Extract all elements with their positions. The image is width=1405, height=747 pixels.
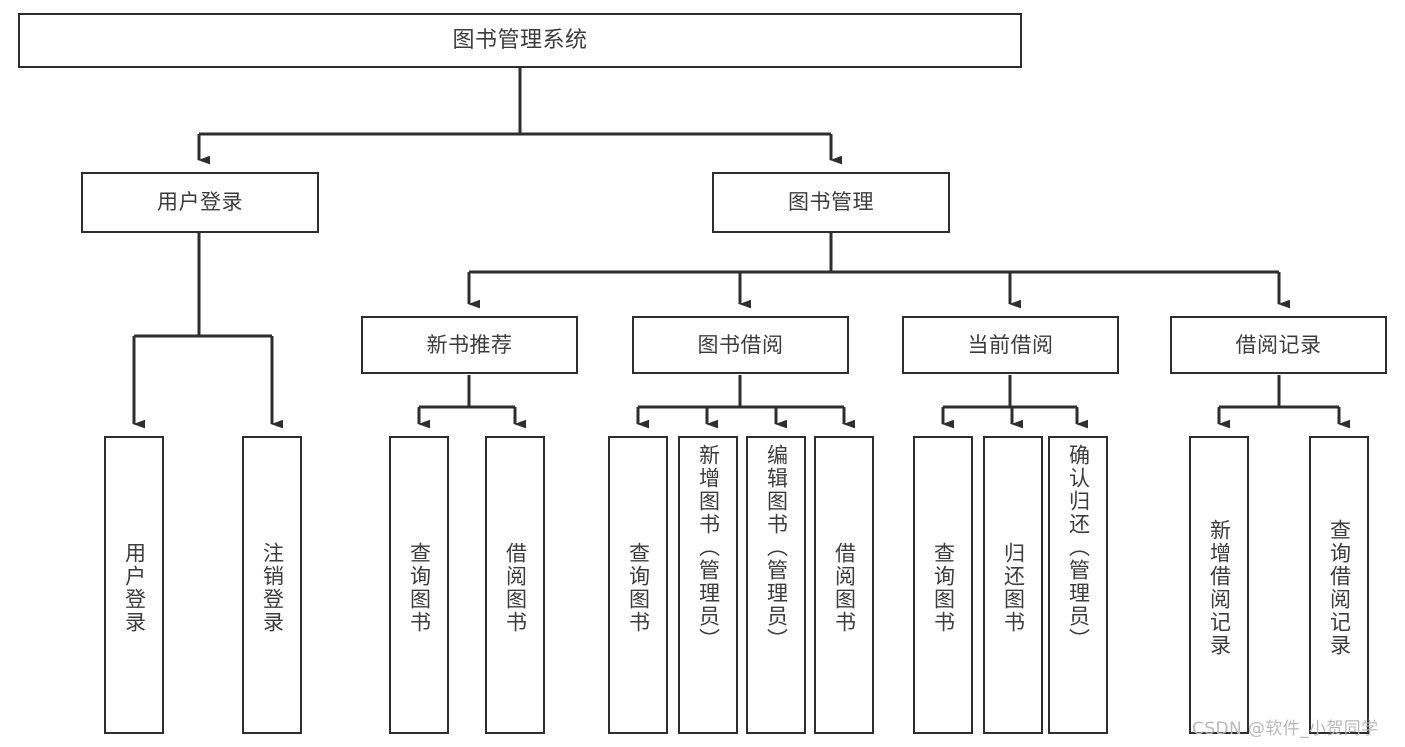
node-label: 查询图书 xyxy=(407,542,432,634)
node-user-login[interactable]: 用户登录 xyxy=(81,172,319,233)
node-label: 新书推荐 xyxy=(426,332,513,357)
node-label: 借阅图书 xyxy=(503,542,528,634)
node-leaf-query-borrow-record[interactable]: 查询借阅记录 xyxy=(1309,436,1369,734)
node-label: 编辑图书（管理员） xyxy=(764,444,789,651)
node-current-borrow[interactable]: 当前借阅 xyxy=(902,316,1119,374)
node-leaf-borrow-book[interactable]: 借阅图书 xyxy=(814,436,874,734)
node-book-borrow[interactable]: 图书借阅 xyxy=(632,316,849,374)
node-borrow-record[interactable]: 借阅记录 xyxy=(1170,316,1387,374)
node-leaf-borrow-book-recommend[interactable]: 借阅图书 xyxy=(485,436,545,734)
node-leaf-query-book-current[interactable]: 查询图书 xyxy=(913,436,973,734)
node-leaf-user-login[interactable]: 用户登录 xyxy=(104,436,164,734)
node-leaf-return-book[interactable]: 归还图书 xyxy=(983,436,1043,734)
node-leaf-edit-book[interactable]: 编辑图书（管理员） xyxy=(746,436,806,734)
node-leaf-add-book[interactable]: 新增图书（管理员） xyxy=(678,436,738,734)
node-label: 图书借阅 xyxy=(697,332,784,357)
node-label: 查询图书 xyxy=(626,542,651,634)
node-label: 注销登录 xyxy=(260,542,285,634)
node-label: 查询借阅记录 xyxy=(1327,519,1352,657)
node-leaf-user-logout[interactable]: 注销登录 xyxy=(242,436,302,734)
node-label: 归还图书 xyxy=(1001,542,1026,634)
watermark: CSDN @软件_小贺同学 xyxy=(1192,719,1379,739)
node-leaf-confirm-return[interactable]: 确认归还（管理员） xyxy=(1048,436,1108,734)
node-label: 新增借阅记录 xyxy=(1207,519,1232,657)
node-leaf-query-book-borrow[interactable]: 查询图书 xyxy=(608,436,668,734)
node-label: 查询图书 xyxy=(931,542,956,634)
node-label: 用户登录 xyxy=(157,190,243,215)
node-label: 图书管理系统 xyxy=(452,27,588,53)
node-label: 借阅图书 xyxy=(832,542,857,634)
node-new-book-recommend[interactable]: 新书推荐 xyxy=(361,316,578,374)
node-leaf-add-borrow-record[interactable]: 新增借阅记录 xyxy=(1189,436,1249,734)
node-label: 当前借阅 xyxy=(967,332,1054,357)
node-label: 图书管理 xyxy=(788,190,874,215)
node-book-manage[interactable]: 图书管理 xyxy=(712,172,950,233)
node-label: 新增图书（管理员） xyxy=(696,444,721,651)
node-leaf-query-book-recommend[interactable]: 查询图书 xyxy=(389,436,449,734)
node-label: 用户登录 xyxy=(122,542,147,634)
node-label: 确认归还（管理员） xyxy=(1066,444,1091,651)
node-root-book-management-system[interactable]: 图书管理系统 xyxy=(18,13,1022,68)
node-label: 借阅记录 xyxy=(1235,332,1322,357)
